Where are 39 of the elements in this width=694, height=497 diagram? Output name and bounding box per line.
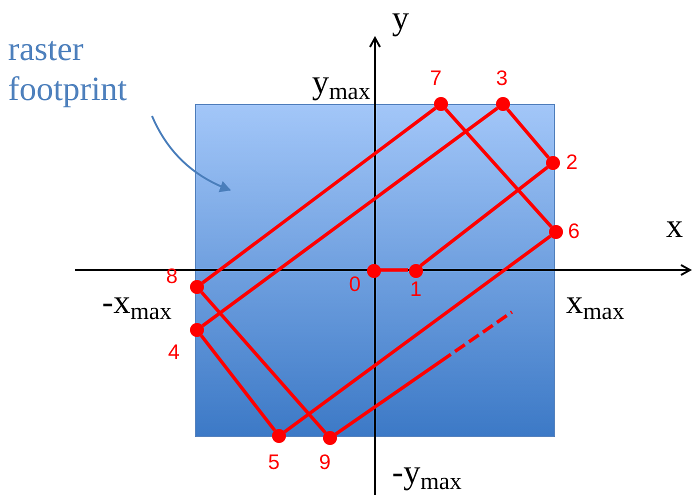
connector-line: [200, 334, 276, 432]
point-marker: [323, 431, 337, 445]
point-marker: [367, 264, 381, 278]
point-marker: [409, 264, 423, 278]
point-marker: [434, 97, 448, 111]
connector-line: [506, 108, 550, 159]
point-number: 8: [166, 266, 178, 287]
point-marker: [272, 429, 286, 443]
axis-label: -y$_{max}$: [392, 456, 462, 494]
connector-line: [334, 310, 513, 436]
point-marker: [496, 97, 510, 111]
point-number: 3: [496, 68, 508, 89]
point-marker: [190, 323, 204, 337]
connector-line: [202, 106, 436, 284]
point-number: 6: [568, 221, 580, 242]
point-number: 0: [349, 274, 361, 295]
point-marker: [546, 156, 560, 170]
connector-line: [200, 291, 327, 434]
axis-label: -x$_{max}$: [102, 286, 172, 324]
caption-text: raster footprint: [8, 30, 128, 110]
connector-line: [419, 166, 549, 268]
point-marker: [549, 225, 563, 239]
point-number: 5: [268, 452, 280, 473]
point-number: 2: [566, 152, 578, 173]
connector-line: [380, 268, 408, 272]
point-number: 9: [319, 452, 331, 473]
axis-label: y: [392, 2, 409, 36]
leader-arrow: [151, 116, 231, 192]
connector-line: [202, 106, 498, 328]
point-number: 7: [430, 68, 442, 89]
raster-square: [195, 104, 555, 437]
point-number: 1: [410, 279, 422, 300]
axis-label: x: [666, 210, 683, 244]
axis-label: x$_{max}$: [566, 286, 624, 324]
connector-line: [284, 234, 552, 434]
point-number: 4: [168, 342, 180, 363]
connector-line: [444, 108, 553, 228]
axis-label: y$_{max}$: [312, 66, 370, 104]
point-marker: [190, 280, 204, 294]
